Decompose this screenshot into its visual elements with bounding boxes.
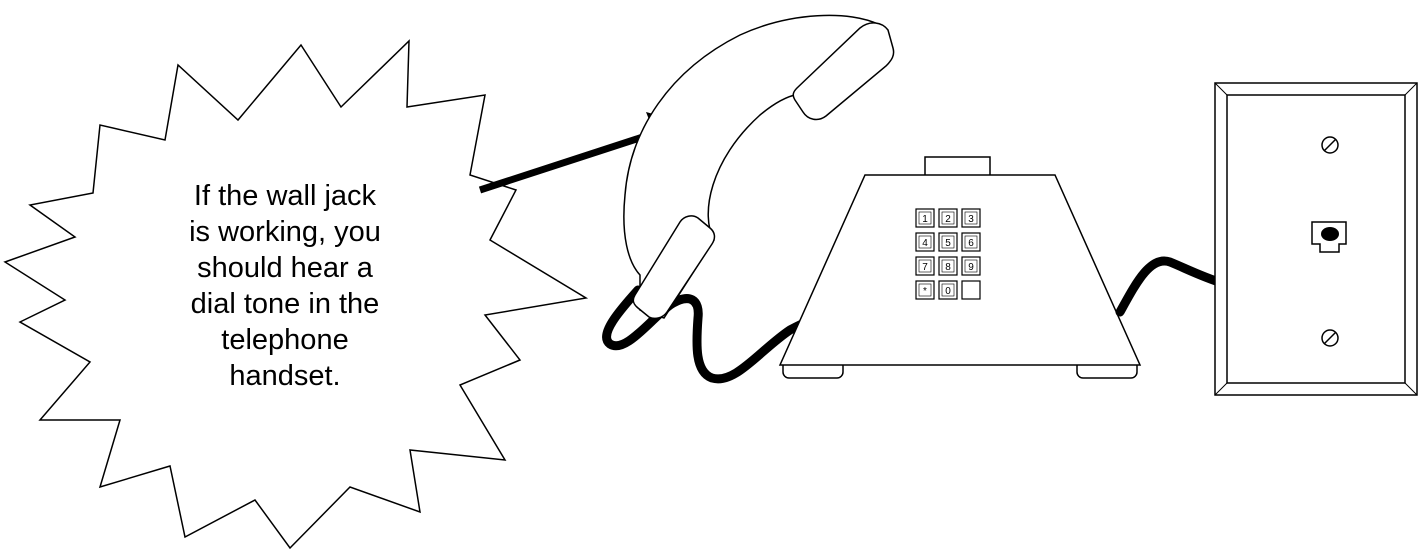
handset-earpiece [792,22,895,121]
keypad-key-label: 9 [968,262,974,273]
pointer-arrow-shaft [478,129,657,194]
callout-line: dial tone in the [190,288,380,320]
keypad-key-label: 6 [968,238,974,249]
keypad-key: * [915,280,935,300]
keypad-key: 1 [915,208,935,228]
keypad-key: 5 [938,232,958,252]
keypad-key-label: 4 [922,238,928,249]
callout-text: If the wall jack is working, you should … [150,178,420,394]
keypad-key-label: 8 [945,262,951,273]
phone-base [778,174,1142,366]
keypad-key: 0 [938,280,958,300]
handset-cord [602,285,825,384]
keypad-key: 9 [961,256,981,276]
keypad: 1 2 3 4 5 6 7 8 9 * 0 [915,208,981,300]
screw-icon [1321,136,1339,154]
keypad-key: 6 [961,232,981,252]
callout-line: If the wall jack [193,180,377,212]
plate-bevel [1404,82,1418,96]
keypad-key-label: * [923,286,927,297]
screw-icon [1321,329,1339,347]
phone-top-button [924,156,991,178]
keypad-key-label: 1 [922,214,928,225]
callout-line: should hear a [197,252,373,284]
jack-plug [1321,227,1339,241]
plate-bevel [1404,382,1418,396]
keypad-key: 4 [915,232,935,252]
keypad-key-label: 5 [945,238,951,249]
plate-bevel [1214,82,1228,96]
keypad-key [961,280,981,300]
keypad-key: 7 [915,256,935,276]
keypad-key: 3 [961,208,981,228]
keypad-key-label: 3 [968,214,974,225]
keypad-key: 8 [938,256,958,276]
handset-mouthpiece [632,215,716,320]
callout-line: telephone [221,324,349,356]
callout-line: is working, you [189,216,381,248]
keypad-key-label: 2 [945,214,951,225]
keypad-key-label: 7 [922,262,928,273]
callout-line: handset. [229,360,341,392]
keypad-key: 2 [938,208,958,228]
keypad-key-label: 0 [945,286,951,297]
plate-bevel [1214,382,1228,396]
